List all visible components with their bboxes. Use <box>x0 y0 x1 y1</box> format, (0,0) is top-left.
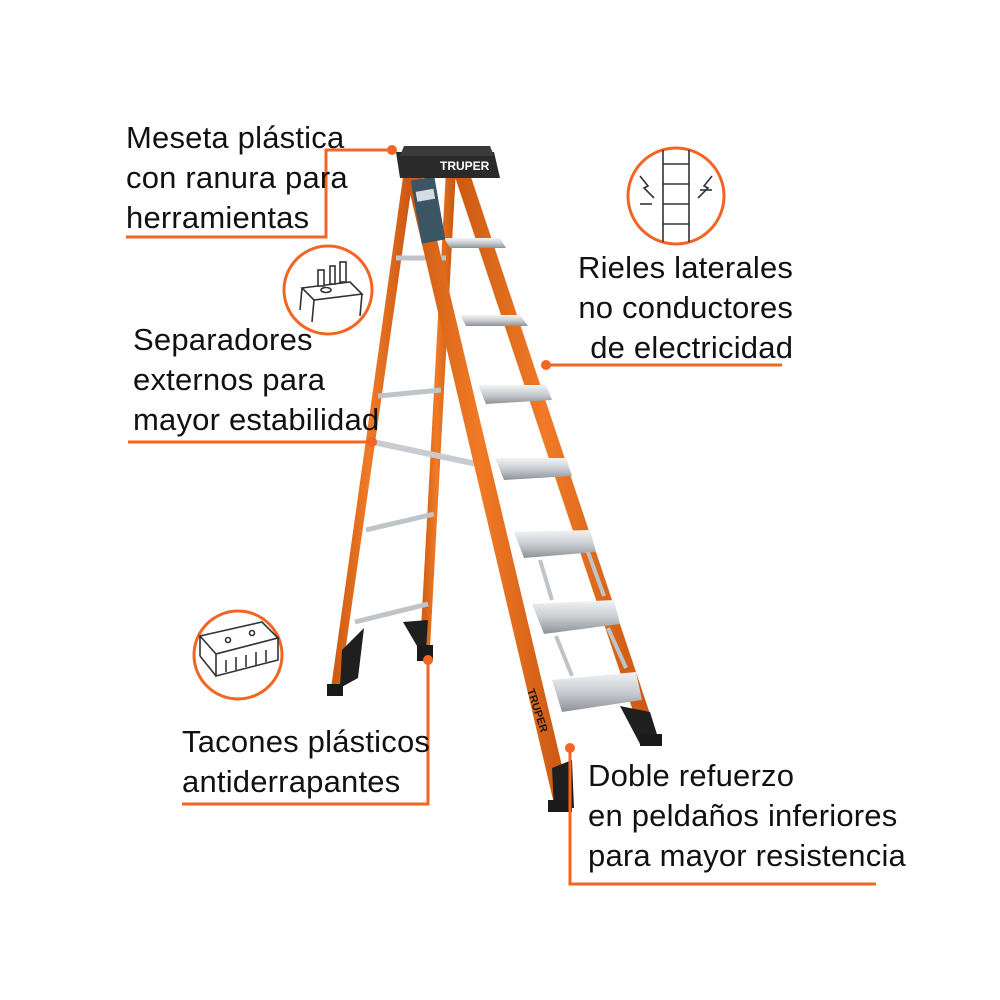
callout-separadores-line-2: externos para <box>133 362 326 397</box>
callout-refuerzo: Doble refuerzo en peldaños inferiores pa… <box>588 756 906 876</box>
callout-separadores: Separadores externos para mayor estabili… <box>133 320 379 440</box>
top-cap: TRUPER <box>396 146 500 178</box>
leader-lines <box>126 148 876 886</box>
callout-rieles-line-2: no conductores <box>578 290 794 325</box>
callout-rieles-line-3: de electricidad <box>590 330 794 365</box>
anti-slip-foot-icon <box>192 609 284 701</box>
tool-tray-icon <box>282 244 374 336</box>
callout-meseta-line-1: Meseta plástica <box>126 120 345 155</box>
callout-meseta-line-2: con ranura para <box>126 160 348 195</box>
leader-dots <box>367 145 575 753</box>
front-frame: TRUPER <box>404 168 662 812</box>
non-conductive-rail-icon <box>626 146 726 246</box>
callout-tacones: Tacones plásticos antiderrapantes <box>182 722 430 802</box>
callout-refuerzo-line-2: en peldaños inferiores <box>588 798 898 833</box>
steps <box>444 238 642 712</box>
callout-tacones-line-1: Tacones plásticos <box>182 724 431 759</box>
callout-separadores-line-3: mayor estabilidad <box>133 402 380 437</box>
callout-meseta: Meseta plástica con ranura para herramie… <box>126 118 348 238</box>
callout-separadores-line-1: Separadores <box>133 322 313 357</box>
callout-rieles-line-1: Rieles laterales <box>578 250 794 285</box>
callout-rieles: Rieles laterales no conductores de elect… <box>578 248 793 368</box>
callout-meseta-line-3: herramientas <box>126 200 310 235</box>
top-cap-brand-text: TRUPER <box>440 159 490 173</box>
callout-refuerzo-line-1: Doble refuerzo <box>588 758 795 793</box>
callout-tacones-line-2: antiderrapantes <box>182 764 401 799</box>
callout-refuerzo-line-3: para mayor resistencia <box>588 838 906 873</box>
